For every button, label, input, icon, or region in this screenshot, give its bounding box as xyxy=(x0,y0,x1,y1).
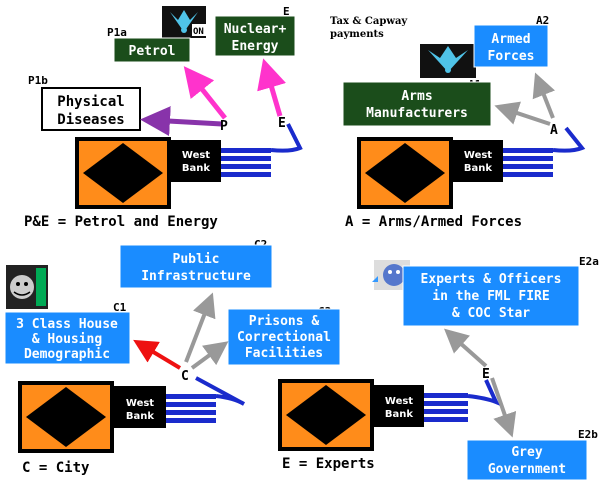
on-badge xyxy=(192,24,214,36)
prisons-box xyxy=(227,308,341,366)
p1a-code: P1a xyxy=(107,26,127,39)
c1-code: C1 xyxy=(113,301,127,314)
nuclear-energy-box xyxy=(214,15,296,57)
nuclear-energy-line2: Energy xyxy=(232,39,279,54)
bank-label-line2: Bank xyxy=(385,409,413,420)
prisons-line1: Prisons & xyxy=(249,314,320,329)
tax-note: Tax & Capway payments xyxy=(330,16,411,40)
housing-line1: 3 Class House xyxy=(16,317,118,332)
arrow-p-to-petrol xyxy=(183,66,227,120)
quadrant-pe: ON P1a Petrol E Nuclear+ Energy P1b Phys… xyxy=(24,5,303,230)
bank-label-line1: West xyxy=(182,150,210,161)
public-infrastructure-line1: Public xyxy=(173,252,220,267)
arrow-a-to-armed-forces xyxy=(532,72,556,119)
a2-code: A2 xyxy=(536,14,549,27)
node-c: C xyxy=(181,369,189,384)
arrow-e-to-grey-government xyxy=(490,377,517,438)
bank-label-line2: Bank xyxy=(126,411,154,422)
housing-line3: Demographic xyxy=(24,347,110,362)
prisons-line2: Correctional xyxy=(237,330,331,345)
arrow-e-to-energy xyxy=(257,58,286,117)
prisons-line3: Facilities xyxy=(245,346,323,361)
housing-line2: & Housing xyxy=(32,332,102,347)
node-a: A xyxy=(550,123,558,138)
public-infrastructure-box xyxy=(119,244,273,289)
west-bank-flag xyxy=(357,126,586,209)
grey-government-line1: Grey xyxy=(511,445,542,460)
physical-diseases-line2: Diseases xyxy=(57,112,124,128)
node-ex: E xyxy=(482,367,490,382)
arms-manufacturers-box xyxy=(342,81,492,127)
west-bank-flag xyxy=(18,376,246,453)
experts-officers-line1: Experts & Officers xyxy=(421,272,562,287)
eagle-emblem-icon xyxy=(162,6,206,38)
e2b-code: E2b xyxy=(578,428,598,441)
arms-manufacturers-line1: Arms xyxy=(401,89,432,104)
physical-diseases-box xyxy=(41,87,141,131)
bank-label-line2: Bank xyxy=(464,163,492,174)
arrow-e-to-experts xyxy=(444,328,488,368)
caption-a: A = Arms/Armed Forces xyxy=(345,214,522,230)
bank-label-line1: West xyxy=(385,396,413,407)
node-e: E xyxy=(278,116,286,131)
quadrant-a: Tax & Capway payments A2 Armed Forces A1… xyxy=(330,14,586,230)
nuclear-energy-line1: Nuclear+ xyxy=(224,22,287,37)
grey-government-line2: Government xyxy=(488,462,566,477)
west-bank-flag xyxy=(75,123,303,209)
bank-label-line1: West xyxy=(464,150,492,161)
armed-forces-line1: Armed xyxy=(491,32,530,47)
physical-diseases-line1: Physical xyxy=(57,94,124,110)
arrow-a-to-manufacturers xyxy=(494,101,551,126)
housing-box xyxy=(4,311,131,365)
petrol-box xyxy=(113,37,191,63)
bank-label-line2: Bank xyxy=(182,163,210,174)
experts-officers-line3: & COC Star xyxy=(452,306,530,321)
quadrant-c: C2 Public Infrastructure C1 3 Class Hous… xyxy=(4,238,341,476)
experts-officers-line2: in the FML FIRE xyxy=(432,289,549,304)
caption-c: C = City xyxy=(22,460,90,476)
p1b-code: P1b xyxy=(28,74,48,87)
node-p: P xyxy=(220,119,228,134)
armed-forces-box xyxy=(473,24,549,68)
arrow-c-to-infrastructure xyxy=(184,292,216,363)
experts-officers-box xyxy=(402,265,580,327)
west-bank-flag xyxy=(278,379,500,451)
grey-government-box xyxy=(466,439,588,481)
petrol-label: Petrol xyxy=(129,44,176,59)
tiger-emblem-icon xyxy=(6,265,48,309)
e-code: E xyxy=(283,5,290,18)
public-infrastructure-line2: Infrastructure xyxy=(141,269,251,284)
armed-forces-line2: Forces xyxy=(488,49,535,64)
arms-manufacturers-line2: Manufacturers xyxy=(366,106,468,121)
eagle-emblem-icon xyxy=(420,44,476,78)
bank-label-line1: West xyxy=(126,398,154,409)
caption-pe: P&E = Petrol and Energy xyxy=(24,214,218,230)
caption-ex: E = Experts xyxy=(282,456,375,472)
arrow-p-to-diseases xyxy=(140,106,223,137)
on-badge-label: ON xyxy=(193,27,204,37)
e2a-code: E2a xyxy=(579,255,599,268)
arrow-c-to-prisons xyxy=(190,341,229,370)
quadrant-ex: E2a Experts & Officers in the FML FIRE &… xyxy=(278,255,599,481)
arrow-c-to-housing xyxy=(133,339,182,370)
